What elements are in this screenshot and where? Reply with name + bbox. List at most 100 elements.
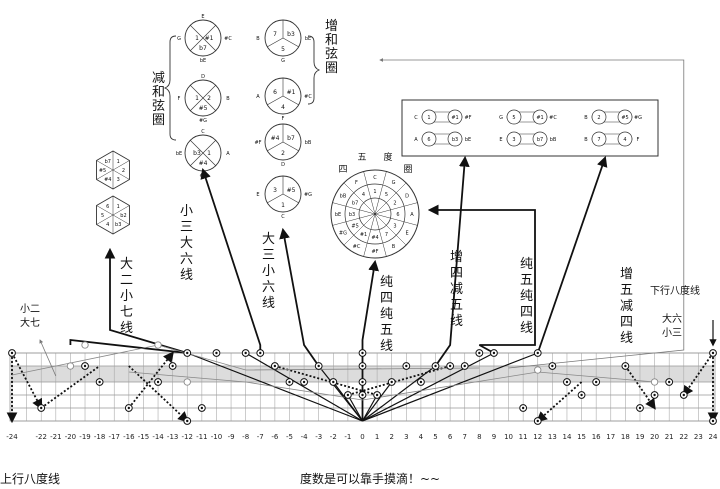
axis-tick-label: 8	[477, 433, 481, 441]
fifths-spoke	[343, 213, 376, 246]
dotted-interval	[347, 365, 451, 396]
axis-tick-label: 9	[492, 433, 496, 441]
axis-tick-label: -1	[344, 433, 351, 441]
note-label: #F	[464, 115, 471, 121]
major-third-line	[279, 227, 320, 367]
degree-label: b3	[287, 31, 295, 38]
fret-node-dot	[186, 351, 189, 355]
note-label: E	[256, 192, 259, 198]
degree-label: 4	[623, 137, 626, 143]
hexagon-spoke	[96, 214, 114, 225]
axis-tick-label: 1	[375, 433, 379, 441]
divider	[266, 141, 284, 152]
fret-node-dot	[375, 393, 379, 397]
fret-node-dot	[565, 380, 569, 384]
note-label: #C	[549, 115, 557, 121]
aug4-line	[434, 155, 470, 367]
degree-label: 1	[427, 115, 430, 121]
axis-tick-label: -14	[152, 433, 164, 441]
bracket	[307, 35, 321, 105]
fifths-note: F	[355, 180, 358, 186]
minor-second-label: 小二	[20, 303, 40, 315]
aug4-dim5-label: 增四减五线	[450, 250, 463, 329]
axis-tick-label: -24	[6, 433, 18, 441]
note-label: A	[414, 137, 418, 143]
pair-node	[421, 131, 437, 147]
aug-chord-circle: A#C6#14F	[256, 77, 312, 122]
minor-third-major-sixth-label: 小三大六线	[180, 204, 193, 283]
degree-label: 1	[207, 150, 211, 157]
grey-m2-line	[39, 339, 57, 377]
fret-node-dot	[332, 380, 335, 384]
note-label: B	[584, 137, 588, 143]
degree-label: b3	[193, 150, 201, 157]
caption: 度数是可以靠手摸滴！~~	[300, 471, 440, 486]
hexagon-degree: b3	[115, 222, 121, 228]
divider	[189, 139, 217, 167]
degree-label: 1	[281, 202, 285, 209]
fifths-degree: 2	[393, 201, 396, 207]
bracket	[163, 35, 177, 141]
minor-third-label: 小三	[662, 327, 682, 339]
fret-node-dot	[448, 364, 452, 368]
note-label: F	[282, 116, 285, 122]
fret-node-dot	[98, 380, 101, 384]
degree-label: b7	[199, 45, 207, 52]
major-sixth-label: 大六	[662, 312, 682, 325]
note-label: F	[637, 137, 640, 143]
major-seventh-label: 大七	[20, 316, 40, 329]
pair-node	[447, 131, 463, 147]
grey-node	[81, 341, 89, 349]
note-label: #G	[199, 118, 207, 124]
fifths-spoke	[374, 213, 407, 246]
divider	[266, 37, 284, 48]
fifths-note: A	[410, 212, 414, 218]
degree-label: #5	[287, 187, 296, 194]
degree-label: 2	[207, 95, 211, 102]
axis-tick-label: 10	[504, 433, 513, 441]
fret-node-dot	[317, 364, 320, 368]
note-label: E	[499, 137, 502, 143]
note-label: B	[584, 115, 588, 121]
hexagon: 123#4#5b7	[96, 150, 130, 190]
degree-label: 7	[597, 137, 600, 143]
octave-up-label: 上行八度线	[0, 471, 60, 486]
note-label: G	[281, 58, 285, 64]
fifths-degree: 4	[362, 192, 365, 198]
octave-up-dotted	[128, 365, 189, 423]
note-label: C	[281, 214, 285, 220]
axis-tick-label: -11	[196, 433, 207, 441]
fret-node-dot	[361, 351, 364, 355]
fret-node-dot	[711, 419, 715, 423]
axis-tick-label: -16	[123, 433, 135, 441]
note-label: #G	[634, 115, 642, 121]
axis-tick-label: 2	[389, 433, 393, 441]
fifths-note: G	[392, 180, 396, 186]
axis-tick-label: 16	[592, 433, 601, 441]
divider	[282, 95, 300, 106]
fret-node-dot	[667, 380, 671, 384]
note-label: D	[201, 74, 205, 80]
note-label: C	[414, 115, 418, 121]
axis-tick-label: 7	[462, 433, 466, 441]
fifths-note: bB	[340, 194, 347, 200]
axis-tick-label: -22	[35, 433, 46, 441]
fifths-note: #F	[371, 249, 378, 255]
fifths-degree: #4	[371, 235, 378, 241]
degree-label: #5	[199, 105, 208, 112]
hexagon-spoke	[112, 160, 130, 171]
degree-label: b7	[287, 135, 295, 142]
axis-tick-label: 14	[562, 433, 571, 441]
fret-node-dot	[215, 351, 218, 355]
fret-node-dot	[186, 419, 189, 423]
axis-tick-label: -12	[182, 433, 193, 441]
axis-tick-label: -2	[330, 433, 337, 441]
interval-line	[362, 365, 436, 422]
axis-tick-label: -8	[242, 433, 249, 441]
major-second-minor-seventh-label: 大二小七线	[120, 257, 133, 336]
